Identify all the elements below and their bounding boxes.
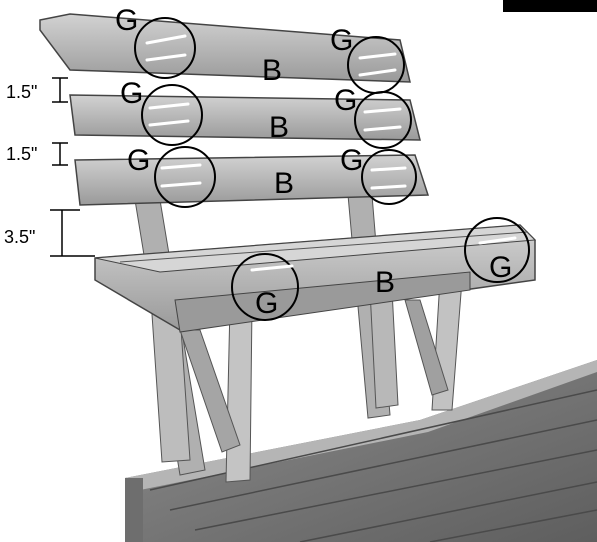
corner-black-box	[503, 0, 597, 12]
screw-circles	[134, 17, 530, 321]
screw-label: G	[330, 24, 353, 57]
screw-heads	[145, 34, 517, 272]
dimension-label-3: 3.5"	[4, 227, 35, 247]
board-label: B	[375, 266, 395, 299]
board-label: B	[269, 111, 289, 144]
screw-label: G	[334, 84, 357, 117]
board-label: B	[262, 54, 282, 87]
screw-label: G	[115, 4, 138, 37]
screw-label: G	[489, 251, 512, 284]
screw-label: G	[127, 144, 150, 177]
board-labels: B B B B	[262, 54, 395, 299]
seat	[94, 224, 537, 333]
screw-label: G	[120, 77, 143, 110]
screw-label: G	[340, 144, 363, 177]
screw-labels: G G G G G G G G	[115, 4, 512, 320]
backrest-slats	[39, 13, 430, 206]
dimension-label-2: 1.5"	[6, 144, 37, 164]
board-label: B	[274, 167, 294, 200]
dimension-label-1: 1.5"	[6, 82, 37, 102]
screw-label: G	[255, 287, 278, 320]
dimension-markers	[50, 77, 95, 257]
